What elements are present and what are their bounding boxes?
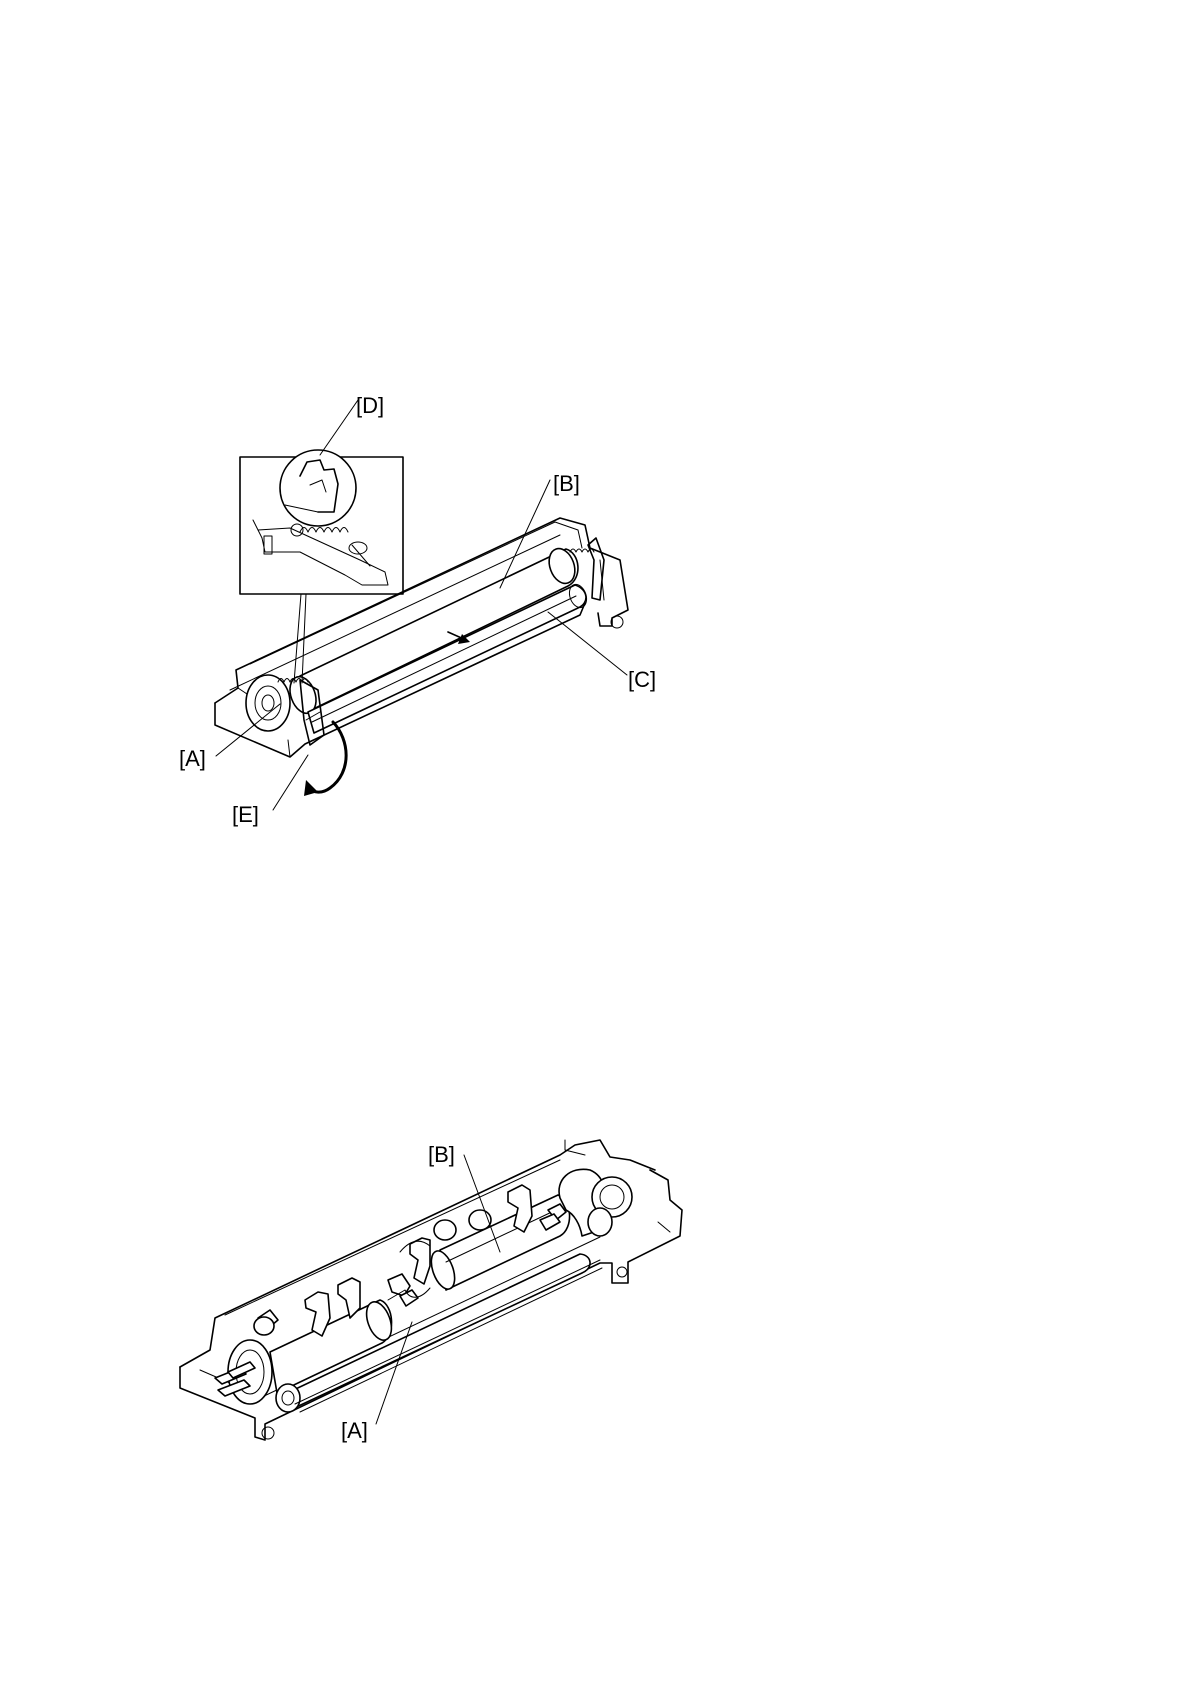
roller-b <box>285 545 579 717</box>
label-c: [C] <box>628 667 656 692</box>
label-d: [D] <box>356 393 384 418</box>
rotation-arrow <box>304 722 346 796</box>
drive-gear <box>559 1169 632 1236</box>
figure-top-roller-assembly: [D] [B] [C] [A] [E] <box>179 393 656 827</box>
left-bearing <box>246 675 290 731</box>
figure-bottom-transport-unit: [B] [A] <box>180 1140 682 1443</box>
paper-guides <box>254 1185 566 1336</box>
label-b-bottom: [B] <box>428 1142 455 1167</box>
label-a-top: [A] <box>179 746 206 771</box>
label-a-bottom: [A] <box>341 1418 368 1443</box>
label-b-top: [B] <box>553 471 580 496</box>
left-roller-assembly <box>228 1254 590 1412</box>
label-e: [E] <box>232 802 259 827</box>
